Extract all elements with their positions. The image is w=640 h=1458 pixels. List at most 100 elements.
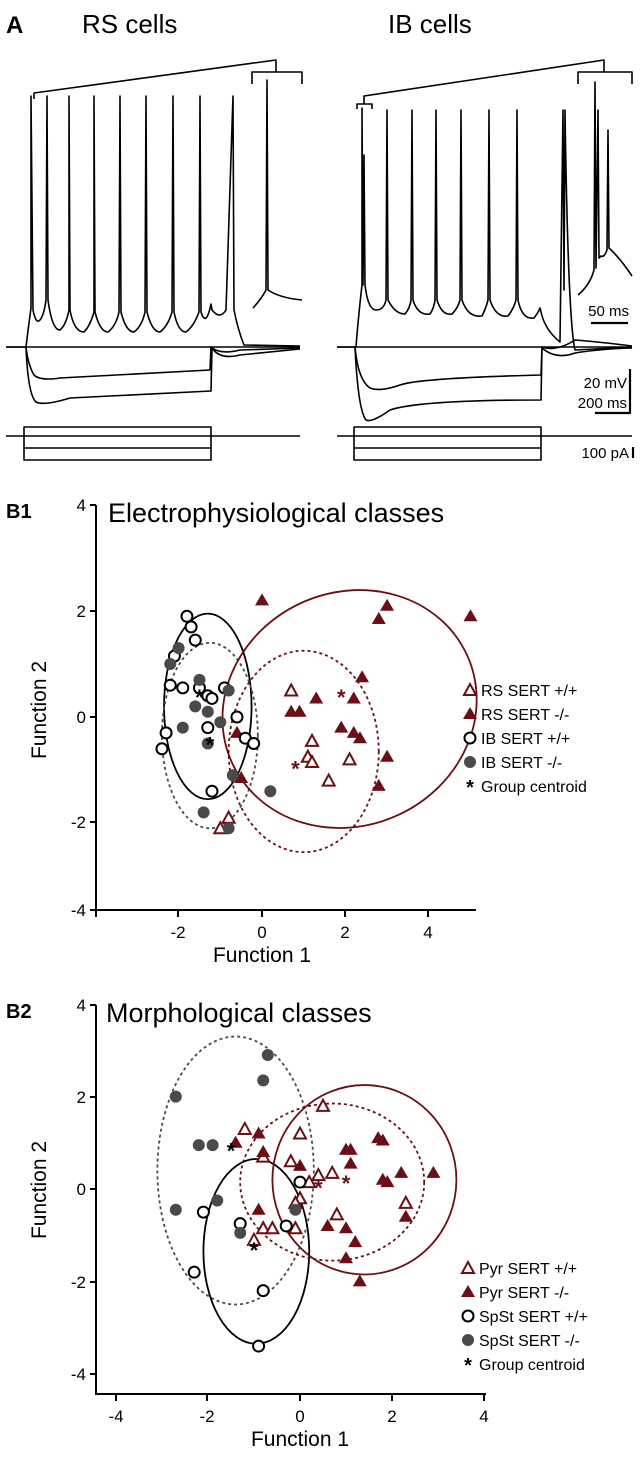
ellipse-pyr-sert- (271, 1084, 458, 1276)
data-point (222, 684, 235, 697)
legend-marker-icon (461, 1261, 475, 1274)
b2-xlabel: Function 1 (251, 1428, 349, 1451)
data-point (261, 1049, 274, 1062)
centroid-marker: * (250, 1238, 259, 1263)
data-point (375, 1172, 390, 1185)
legend-asterisk-icon: * (464, 1355, 472, 1377)
svg-text:0: 0 (295, 1407, 304, 1426)
ellipse-rs-sert- (221, 589, 478, 829)
ellipse-ib-sert- (163, 612, 253, 801)
legend-item: IB SERT +/+ (481, 731, 570, 748)
data-point (293, 1158, 307, 1171)
scalebar-200ms-label: 200 ms (578, 395, 627, 412)
b1-ylabel: Function 2 (28, 661, 51, 759)
data-point (206, 1139, 219, 1152)
ellipse-spst-sert- (156, 1035, 315, 1306)
data-point (228, 1135, 243, 1148)
data-point (348, 1235, 363, 1248)
data-point (342, 752, 357, 766)
data-point (398, 1209, 413, 1222)
data-point (211, 1194, 224, 1207)
svg-text:2: 2 (387, 1407, 396, 1426)
data-point (257, 1074, 270, 1087)
rs-hyper-trace-1 (25, 346, 301, 380)
svg-text:-2: -2 (170, 923, 185, 942)
data-point (201, 721, 215, 735)
data-point (189, 700, 202, 713)
data-point (283, 1154, 298, 1168)
svg-text:0: 0 (77, 1180, 86, 1199)
ib-zoom-bracket (356, 59, 633, 109)
legend-item: SpSt SERT +/+ (479, 1309, 588, 1326)
legend-marker-icon (463, 707, 477, 719)
data-point (371, 611, 386, 624)
data-point (234, 770, 249, 783)
data-point (238, 731, 252, 745)
ellipse-rs-sert- (227, 649, 380, 854)
scalebar-20mv-label: 20 mV (584, 375, 627, 392)
b2-title: Morphological classes (106, 998, 372, 1028)
ib-inset-burst (577, 81, 633, 296)
svg-text:-2: -2 (71, 813, 86, 832)
data-point (305, 755, 320, 769)
data-point (380, 749, 395, 762)
data-point (300, 749, 315, 763)
data-point (346, 691, 361, 704)
data-point (201, 737, 214, 750)
rs-zoom-bracket (33, 59, 303, 99)
legend-marker-icon (463, 731, 477, 745)
data-point (371, 778, 386, 791)
centroid-marker: * (342, 1171, 351, 1196)
data-point (293, 1126, 307, 1140)
data-point (293, 1175, 307, 1189)
data-point (196, 1205, 210, 1219)
svg-text:4: 4 (423, 923, 432, 942)
data-point (380, 1175, 395, 1188)
svg-text:4: 4 (479, 1407, 488, 1426)
data-point (346, 725, 361, 738)
data-point (288, 1195, 303, 1209)
legend-item: RS SERT +/+ (481, 683, 577, 700)
centroid-marker: * (291, 756, 300, 781)
svg-text:2: 2 (77, 1088, 86, 1107)
legend-item: Pyr SERT -/- (479, 1285, 569, 1302)
data-point (251, 1126, 266, 1139)
data-point (292, 704, 307, 717)
svg-text:2: 2 (340, 923, 349, 942)
panel-a-label: A (6, 12, 23, 39)
data-point (325, 1165, 340, 1179)
data-point (172, 642, 185, 655)
data-point (176, 721, 189, 734)
legend-item: SpSt SERT -/- (479, 1333, 580, 1350)
data-point (197, 806, 210, 819)
data-point (311, 1168, 326, 1182)
data-point (155, 742, 169, 756)
b1-title: Electrophysiological classes (108, 498, 444, 528)
ib-hyper-trace-2 (354, 346, 633, 422)
data-point (237, 1121, 252, 1135)
svg-text:4: 4 (77, 996, 86, 1015)
svg-text:-2: -2 (71, 1273, 86, 1292)
svg-text:-4: -4 (108, 1407, 123, 1426)
data-point (256, 1221, 271, 1235)
rs-spiking-trace (6, 95, 301, 348)
centroid-marker: * (227, 1139, 236, 1164)
scalebar-20mv-200ms (595, 369, 632, 415)
legend-item: Group centroid (479, 1357, 585, 1374)
legend-item: Group centroid (481, 779, 587, 796)
data-point (226, 769, 239, 782)
ellipse-ib-sert- (161, 641, 259, 830)
data-point (355, 670, 370, 683)
data-point (187, 1265, 201, 1279)
b1-xlabel: Function 1 (213, 944, 311, 967)
data-point (343, 1156, 358, 1169)
data-point (188, 633, 202, 647)
b2-ylabel: Function 2 (28, 1141, 51, 1239)
b2-label: B2 (6, 1001, 32, 1023)
data-point (329, 1207, 344, 1221)
legend-marker-icon (463, 683, 477, 696)
legend-marker-icon (461, 1285, 475, 1297)
scalebar-50ms-label: 50 ms (588, 303, 629, 320)
data-point (167, 649, 181, 663)
data-point (265, 1221, 280, 1235)
